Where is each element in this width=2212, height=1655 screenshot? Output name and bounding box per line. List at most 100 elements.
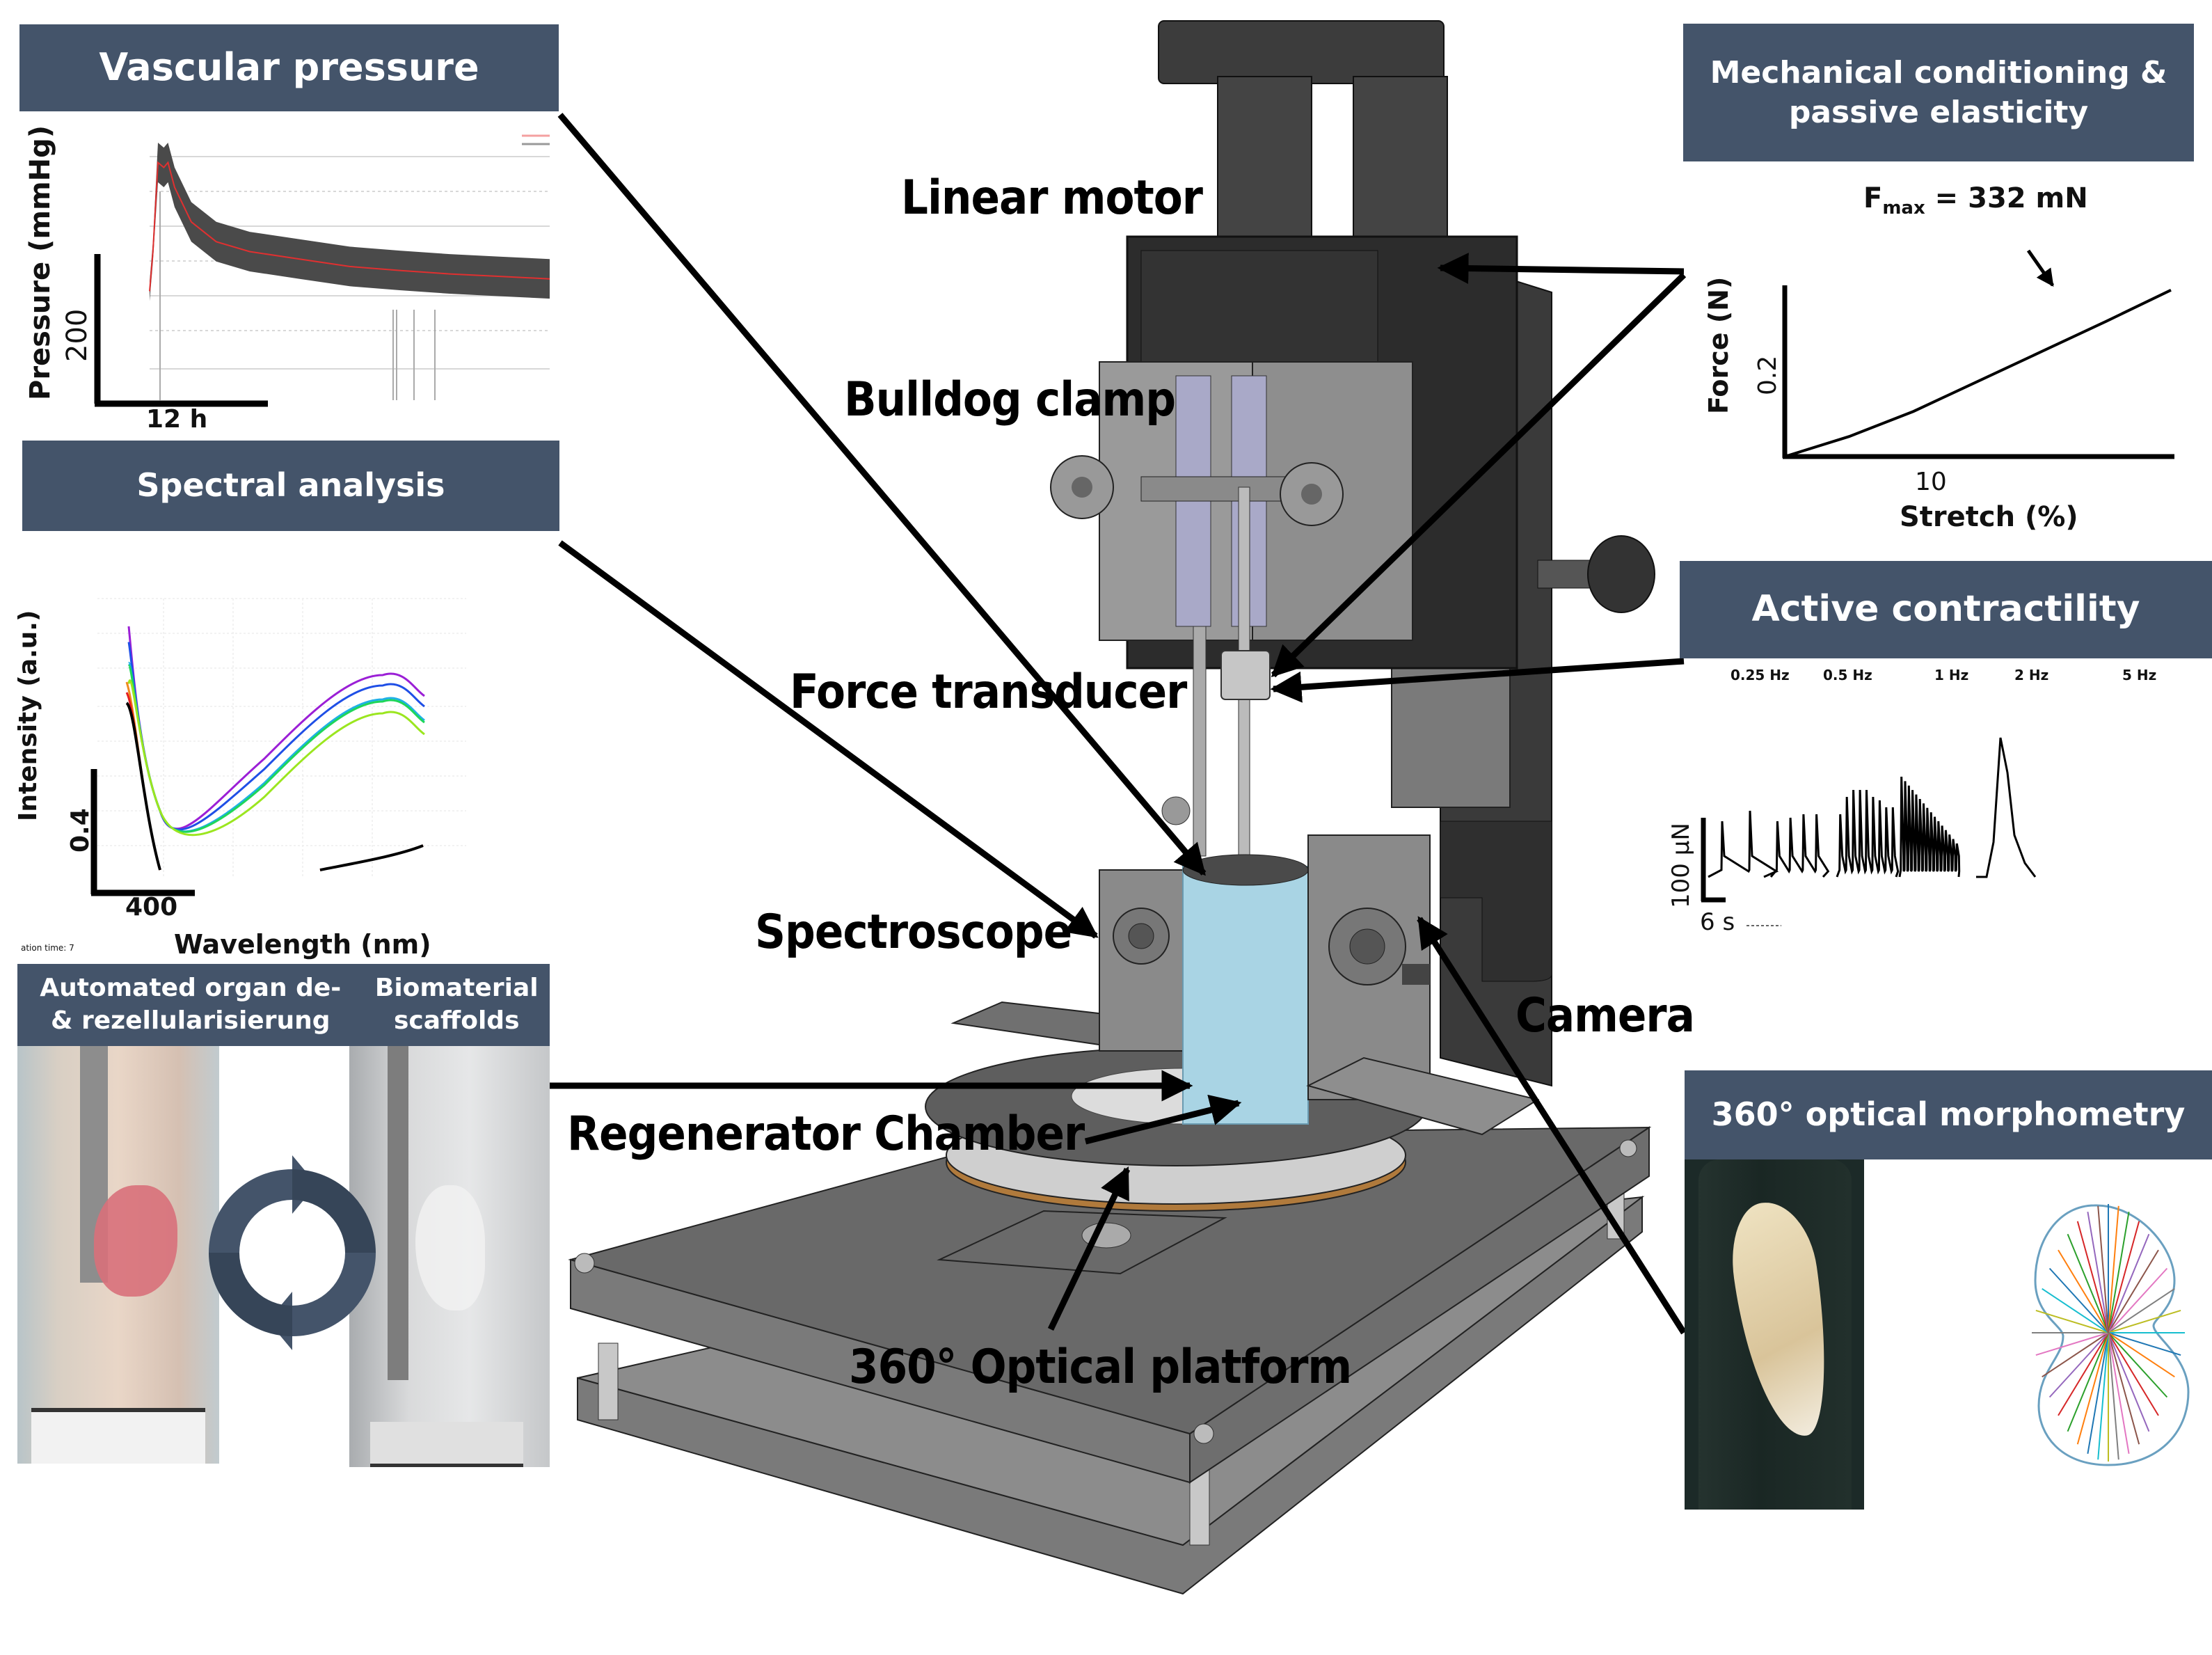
leader-morph: [1417, 916, 1687, 1335]
morph-ray: [2035, 1332, 2109, 1356]
spectrum-green: [127, 665, 425, 833]
photo-morphometry-specimen: [1685, 1159, 1864, 1510]
morph-ray: [2108, 1205, 2119, 1333]
screw-hole: [574, 1253, 595, 1274]
morph-ray: [2058, 1249, 2109, 1333]
panel-header-mechanical: Mechanical conditioning & passive elasti…: [1683, 24, 2194, 161]
leader-mech-1: [1437, 253, 1685, 285]
decell-title-right: Biomaterial scaffolds: [374, 974, 539, 1035]
fmax-arrow: [2026, 249, 2055, 287]
pressure-mean-line: [149, 161, 550, 292]
panel-header-decell: Automated organ de- & rezellularisierung…: [17, 964, 550, 1046]
vascular-pressure-chart: [94, 134, 550, 407]
screw-hole: [1193, 1423, 1214, 1444]
morph-ray: [2108, 1332, 2175, 1378]
contractility-scale-x: 6 s: [1700, 908, 1735, 936]
radial-rays: [2032, 1204, 2185, 1462]
stray-text: ation time: 7: [21, 943, 74, 953]
morph-ray: [2108, 1332, 2140, 1445]
pillar: [598, 1343, 619, 1420]
spectral-scale-x: 400: [125, 893, 178, 921]
contraction-traces: [1708, 737, 2037, 878]
trace-5-Hz: [1976, 737, 2037, 878]
morph-ray: [2087, 1332, 2109, 1454]
spectrum-purple: [127, 626, 425, 830]
label-optical-platform: 360° Optical platform: [849, 1340, 1352, 1395]
morph-ray: [2108, 1309, 2181, 1333]
scaffold: [415, 1185, 485, 1310]
label-regenerator-chamber: Regenerator Chamber: [567, 1107, 1085, 1162]
morph-ray: [2108, 1332, 2130, 1454]
label-bulldog-clamp: Bulldog clamp: [844, 372, 1176, 427]
spectral-ylabel: Intensity (a.u.): [14, 610, 42, 821]
morph-ray: [2108, 1267, 2168, 1333]
gridlines: [150, 156, 550, 370]
label-spectroscope: Spectroscope: [755, 905, 1072, 960]
leader-spectral: [558, 540, 1099, 939]
morph-ray: [2108, 1332, 2119, 1460]
recycle-arrows: [209, 1155, 376, 1350]
leader-platform: [1047, 1166, 1131, 1331]
mechanical-ylabel: Force (N): [1703, 276, 1734, 414]
motor-cap: [1158, 20, 1445, 84]
spectrum-red: [125, 692, 424, 871]
morph-ray: [2035, 1309, 2109, 1333]
spectra: [125, 626, 425, 871]
photo-scaffold: [349, 1046, 550, 1467]
camera-lens-inner: [1349, 928, 1385, 965]
panel-header-spectral: Spectral analysis: [22, 441, 559, 531]
leader-vascular: [557, 113, 1207, 876]
morph-ray: [2076, 1332, 2109, 1445]
freq-label: 0.5 Hz: [1823, 667, 1872, 683]
morph-ray: [2108, 1233, 2150, 1333]
freq-label: 0.25 Hz: [1730, 667, 1790, 683]
morph-ray: [2087, 1212, 2109, 1333]
trace-2-Hz: [1898, 776, 1961, 878]
fmax-annotation: Fmax = 332 mN: [1863, 182, 2088, 219]
motor-mount-plate: [937, 1210, 1227, 1275]
morph-ray: [2108, 1332, 2159, 1416]
label-camera: Camera: [1515, 988, 1695, 1043]
vascular-scale-y: 200: [61, 308, 93, 362]
vascular-ylabel: Pressure (mmHg): [24, 125, 56, 400]
column-foot: [1440, 821, 1552, 982]
clamp-wheel-left-hub: [1072, 477, 1092, 498]
freq-label: 1 Hz: [1934, 667, 1969, 683]
vascular-scale-x: 12 h: [146, 405, 208, 434]
label-linear-motor: Linear motor: [901, 171, 1203, 225]
camera-connector: [1402, 964, 1430, 985]
force-stretch-curve: [1784, 288, 2172, 458]
trace-0.25-Hz: [1708, 810, 1779, 878]
mechanical-xlabel: Stretch (%): [1900, 501, 2078, 533]
morph-ray: [2042, 1332, 2109, 1378]
specimen-outline: [2034, 1204, 2190, 1466]
rod-knob: [1161, 796, 1191, 825]
leader-mech-2: [1271, 272, 1687, 678]
morph-ray: [2108, 1332, 2181, 1356]
spectrum-black: [125, 702, 424, 871]
clamp-arm: [1140, 476, 1295, 502]
spectral-xlabel: Wavelength (nm): [174, 929, 431, 960]
morph-ray: [2108, 1288, 2175, 1333]
force-transducer-body: [1220, 650, 1271, 700]
morph-ray: [2108, 1332, 2168, 1398]
morphometry-contour-chart: [2032, 1204, 2190, 1466]
label-force-transducer: Force transducer: [790, 665, 1187, 720]
morph-ray: [2108, 1249, 2159, 1333]
morph-ray: [2067, 1233, 2109, 1333]
morph-ray: [2097, 1332, 2109, 1460]
panel-header-contractility: Active contractility: [1680, 561, 2212, 658]
tube-rod: [388, 1046, 408, 1380]
morph-ray: [2067, 1332, 2109, 1432]
regenerator-chamber: [1182, 866, 1309, 1125]
freq-label: 2 Hz: [2014, 667, 2049, 683]
morph-ray: [2042, 1288, 2109, 1333]
cycle-arrow-top: [209, 1155, 317, 1253]
leader-regen-chamber: [1084, 1094, 1242, 1145]
morph-ray: [2108, 1332, 2150, 1432]
screw-hole: [1619, 1139, 1637, 1157]
contractility-scale-y: 100 µN: [1667, 823, 1695, 908]
event-markers: [159, 191, 436, 400]
tube-base: [370, 1422, 523, 1467]
morph-ray: [2108, 1212, 2130, 1333]
